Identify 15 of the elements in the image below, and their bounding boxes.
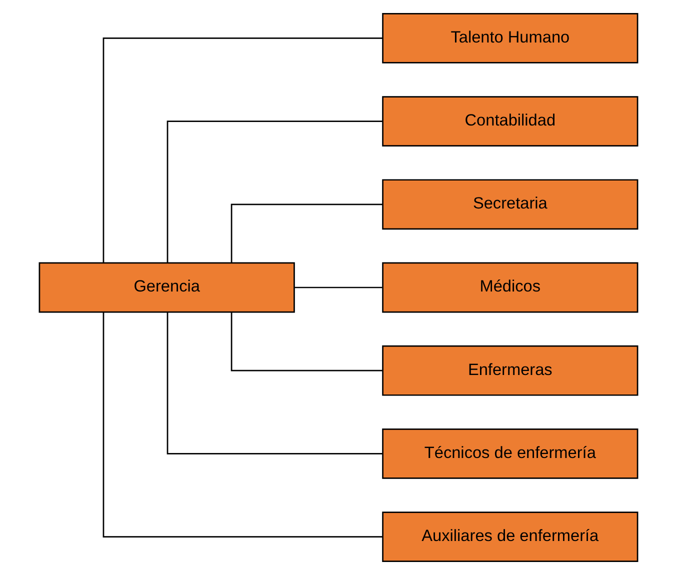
connector: [166, 312, 382, 454]
connector: [102, 38, 382, 263]
connector: [166, 120, 382, 263]
node-box: Auxiliares de enfermería: [382, 512, 638, 562]
node-box: Médicos: [382, 262, 638, 313]
node-box: Secretaria: [382, 179, 638, 230]
node-box: Enfermeras: [382, 345, 638, 396]
node-box: Talento Humano: [382, 12, 638, 64]
connector: [294, 286, 382, 288]
node-box: Técnicos de enfermería: [382, 428, 638, 479]
node-box: Gerencia: [38, 262, 294, 313]
connector: [230, 204, 382, 263]
node-box: Contabilidad: [382, 96, 638, 146]
connector: [230, 312, 382, 372]
connector: [102, 312, 382, 538]
